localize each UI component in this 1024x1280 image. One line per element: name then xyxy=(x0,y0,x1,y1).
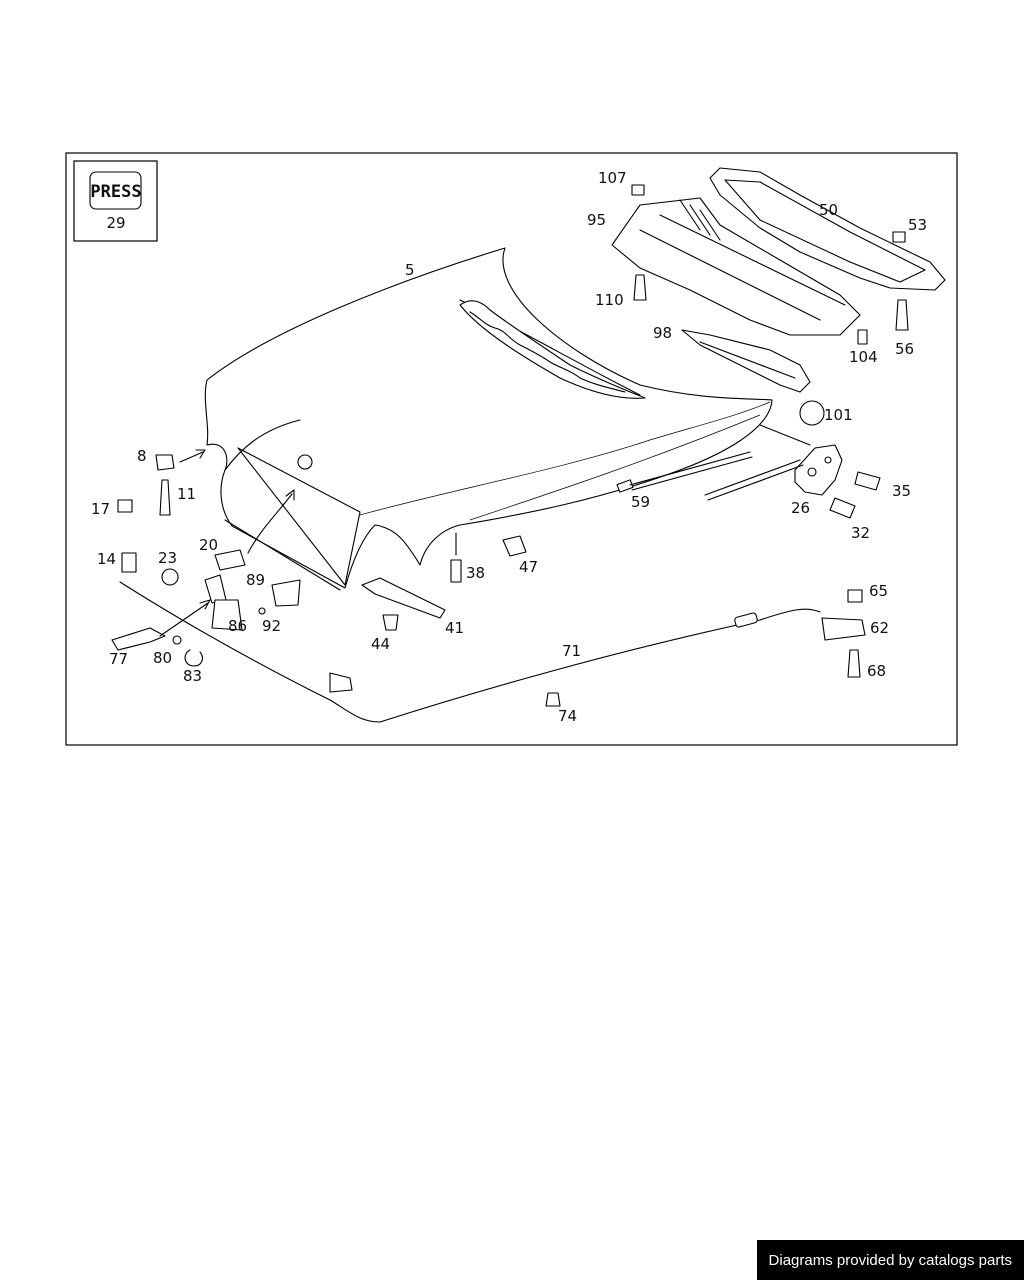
callout-95: 95 xyxy=(587,211,606,229)
callout-8: 8 xyxy=(137,447,147,465)
callout-71: 71 xyxy=(562,642,581,660)
callout-56: 56 xyxy=(895,340,914,358)
fastener-parts xyxy=(111,184,909,707)
callout-110: 110 xyxy=(595,291,624,309)
callout-23: 23 xyxy=(158,549,177,567)
callout-32: 32 xyxy=(851,524,870,542)
callout-17: 17 xyxy=(91,500,110,518)
diagram-frame xyxy=(65,152,958,746)
callout-62: 62 xyxy=(870,619,889,637)
callout-50: 50 xyxy=(819,201,838,219)
hood-panel xyxy=(204,247,773,591)
callout-20: 20 xyxy=(199,536,218,554)
assembly-arrows xyxy=(159,424,811,637)
callout-35: 35 xyxy=(892,482,911,500)
callout-92: 92 xyxy=(262,617,281,635)
callout-26: 26 xyxy=(791,499,810,517)
callout-83: 83 xyxy=(183,667,202,685)
callout-107: 107 xyxy=(598,169,627,187)
gas-strut xyxy=(616,451,753,493)
callout-59: 59 xyxy=(631,493,650,511)
callout-77: 77 xyxy=(109,650,128,668)
callout-98: 98 xyxy=(653,324,672,342)
footer-credit: Diagrams provided by catalogs parts xyxy=(756,1240,1024,1280)
callout-38: 38 xyxy=(466,564,485,582)
callout-101: 101 xyxy=(824,406,853,424)
press-box: PRESS 29 xyxy=(73,160,158,242)
press-number: 29 xyxy=(106,214,125,232)
release-cable xyxy=(119,581,821,723)
callout-44: 44 xyxy=(371,635,390,653)
hood-trim-strip xyxy=(681,329,811,393)
callout-5: 5 xyxy=(405,261,415,279)
callout-80: 80 xyxy=(153,649,172,667)
callout-53: 53 xyxy=(908,216,927,234)
callout-86: 86 xyxy=(228,617,247,635)
callout-47: 47 xyxy=(519,558,538,576)
callout-68: 68 xyxy=(867,662,886,680)
callout-104: 104 xyxy=(849,348,878,366)
callout-74: 74 xyxy=(558,707,577,725)
callout-89: 89 xyxy=(246,571,265,589)
hood-air-intake-duct xyxy=(611,197,861,336)
callout-41: 41 xyxy=(445,619,464,637)
callout-65: 65 xyxy=(869,582,888,600)
hood-hinge xyxy=(704,444,843,501)
callout-11: 11 xyxy=(177,485,196,503)
hood-seal-bracket xyxy=(709,167,946,291)
press-label: PRESS xyxy=(90,182,141,202)
callout-14: 14 xyxy=(97,550,116,568)
